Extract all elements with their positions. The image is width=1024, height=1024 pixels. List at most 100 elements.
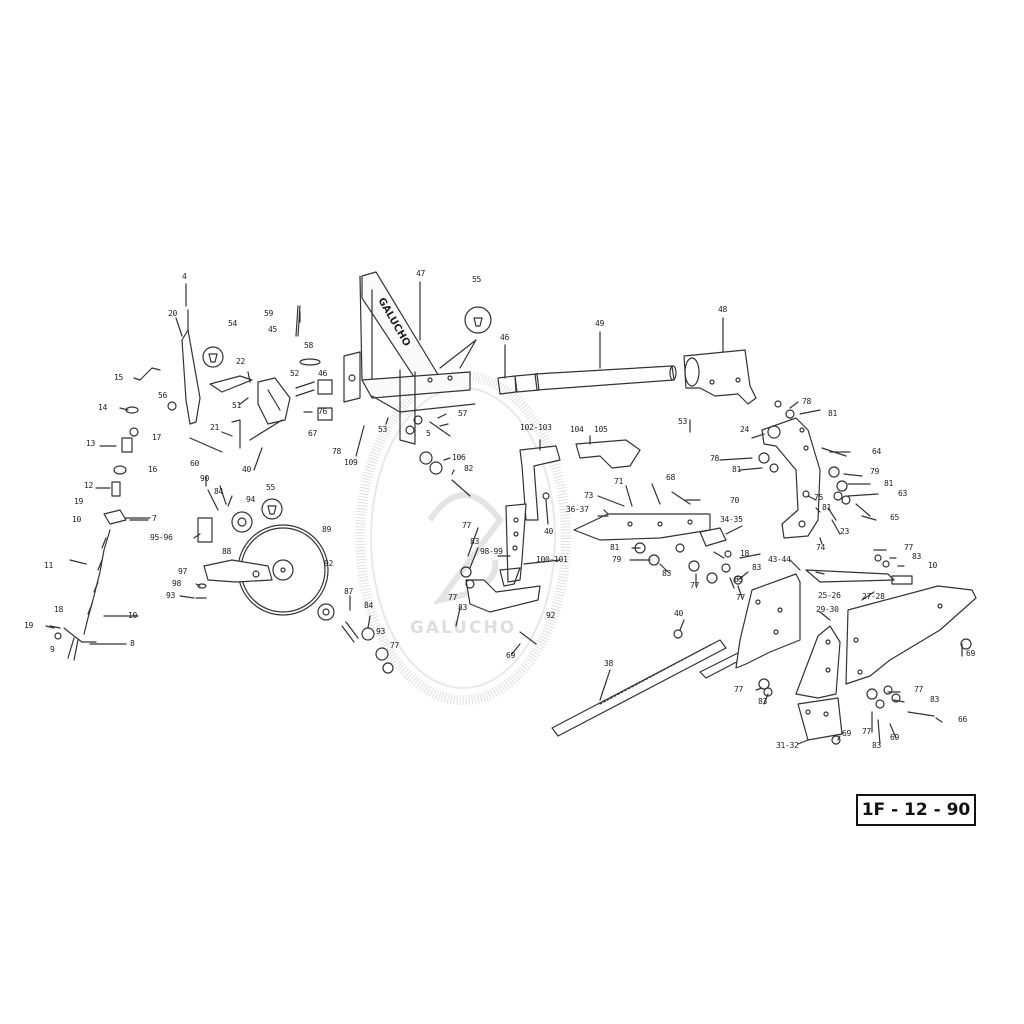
part-label: 70 (730, 496, 740, 505)
part-label: 40 (242, 465, 252, 474)
left-linkage (45, 305, 333, 661)
part-label: 75 (814, 493, 824, 502)
part-label: 87 (344, 587, 354, 596)
part-label: 71 (614, 477, 624, 486)
watermark-seal: GALUCHO (355, 371, 571, 705)
part-label: 24 (740, 425, 750, 434)
part-label: 82 (464, 464, 474, 473)
part-label: 69 (890, 733, 900, 742)
part-label: 77 (904, 543, 914, 552)
part-label: 109 (344, 458, 358, 467)
part-label: 11 (44, 561, 54, 570)
part-label: 64 (872, 447, 882, 456)
part-label: 83 (734, 575, 744, 584)
part-label: 31-32 (776, 741, 799, 750)
part-label: 93 (166, 591, 176, 600)
part-label: 58 (304, 341, 314, 350)
part-label: 81 (884, 479, 894, 488)
part-label: 69 (842, 729, 852, 738)
part-label: 104 (570, 425, 584, 434)
part-label: 98-99 (480, 547, 503, 556)
part-label: 83 (872, 741, 882, 750)
part-label: 77 (690, 581, 700, 590)
part-label: 89 (322, 525, 332, 534)
part-label: 60 (190, 459, 200, 468)
part-label: 27-28 (862, 592, 885, 601)
part-label: 77 (390, 641, 400, 650)
part-label: 18 (740, 549, 750, 558)
part-label: 55 (472, 275, 482, 284)
disc-coulter (195, 485, 394, 674)
part-label: 92 (324, 559, 334, 568)
part-label: 83 (470, 537, 480, 546)
part-label: 20 (168, 309, 178, 318)
part-label: 16 (148, 465, 158, 474)
part-label: 100-101 (536, 555, 568, 564)
part-label: 10 (128, 611, 138, 620)
part-label: 63 (898, 489, 908, 498)
part-label: 45 (268, 325, 278, 334)
part-label: 46 (318, 369, 328, 378)
part-label: 77 (448, 593, 458, 602)
part-label: 83 (758, 697, 768, 706)
part-label: 78 (710, 454, 720, 463)
part-label: 53 (678, 417, 688, 426)
part-label: 83 (458, 603, 468, 612)
part-label: 55 (266, 483, 276, 492)
part-label: 14 (98, 403, 108, 412)
part-label: 77 (862, 727, 872, 736)
part-label: 76 (318, 407, 328, 416)
part-label: 81 (732, 465, 742, 474)
part-label: 77 (736, 593, 746, 602)
part-label: 48 (718, 305, 728, 314)
part-label: 34-35 (720, 515, 743, 524)
watermark-text: GALUCHO (410, 618, 516, 638)
part-label: 106 (452, 453, 466, 462)
part-label: 66 (958, 715, 968, 724)
part-label: 10 (928, 561, 938, 570)
part-label: 43-44 (768, 555, 791, 564)
part-label: 94 (246, 495, 256, 504)
part-label: 36-37 (566, 505, 589, 514)
part-label: 47 (416, 269, 426, 278)
part-label: 73 (584, 491, 594, 500)
part-label: 97 (178, 567, 188, 576)
part-label: 52 (290, 369, 300, 378)
part-label: 21 (210, 423, 220, 432)
part-label: 53 (378, 425, 388, 434)
part-label: 78 (332, 447, 342, 456)
main-beam (497, 365, 677, 395)
part-label: 84 (214, 487, 224, 496)
landside-bar (551, 629, 749, 737)
part-label: 79 (870, 467, 880, 476)
part-label: 83 (912, 552, 922, 561)
part-label: 15 (114, 373, 124, 382)
part-label: 78 (802, 397, 812, 406)
mouldboard (735, 554, 977, 745)
sheet-code-box: 1F - 12 - 90 (856, 794, 976, 826)
part-label: 10 (72, 515, 82, 524)
part-label: 5 (426, 429, 431, 438)
part-label: 81 (610, 543, 620, 552)
beam-clamp (683, 349, 757, 405)
part-label: 22 (236, 357, 246, 366)
part-label: 102-103 (520, 423, 552, 432)
part-label: 19 (74, 497, 84, 506)
part-label: 68 (666, 473, 676, 482)
part-label: 18 (54, 605, 64, 614)
part-label: 4 (182, 272, 187, 281)
part-label: 17 (152, 433, 162, 442)
part-label: 81 (828, 409, 838, 418)
part-label: 93 (376, 627, 386, 636)
part-label: 77 (914, 685, 924, 694)
triangular-frame (343, 271, 476, 445)
part-label: 83 (662, 569, 672, 578)
part-label: 69 (966, 649, 976, 658)
part-label: 25-26 (818, 591, 841, 600)
part-label: 57 (458, 409, 468, 418)
part-label: 90 (200, 474, 210, 483)
part-label: 9 (50, 645, 55, 654)
part-label: 49 (595, 319, 605, 328)
